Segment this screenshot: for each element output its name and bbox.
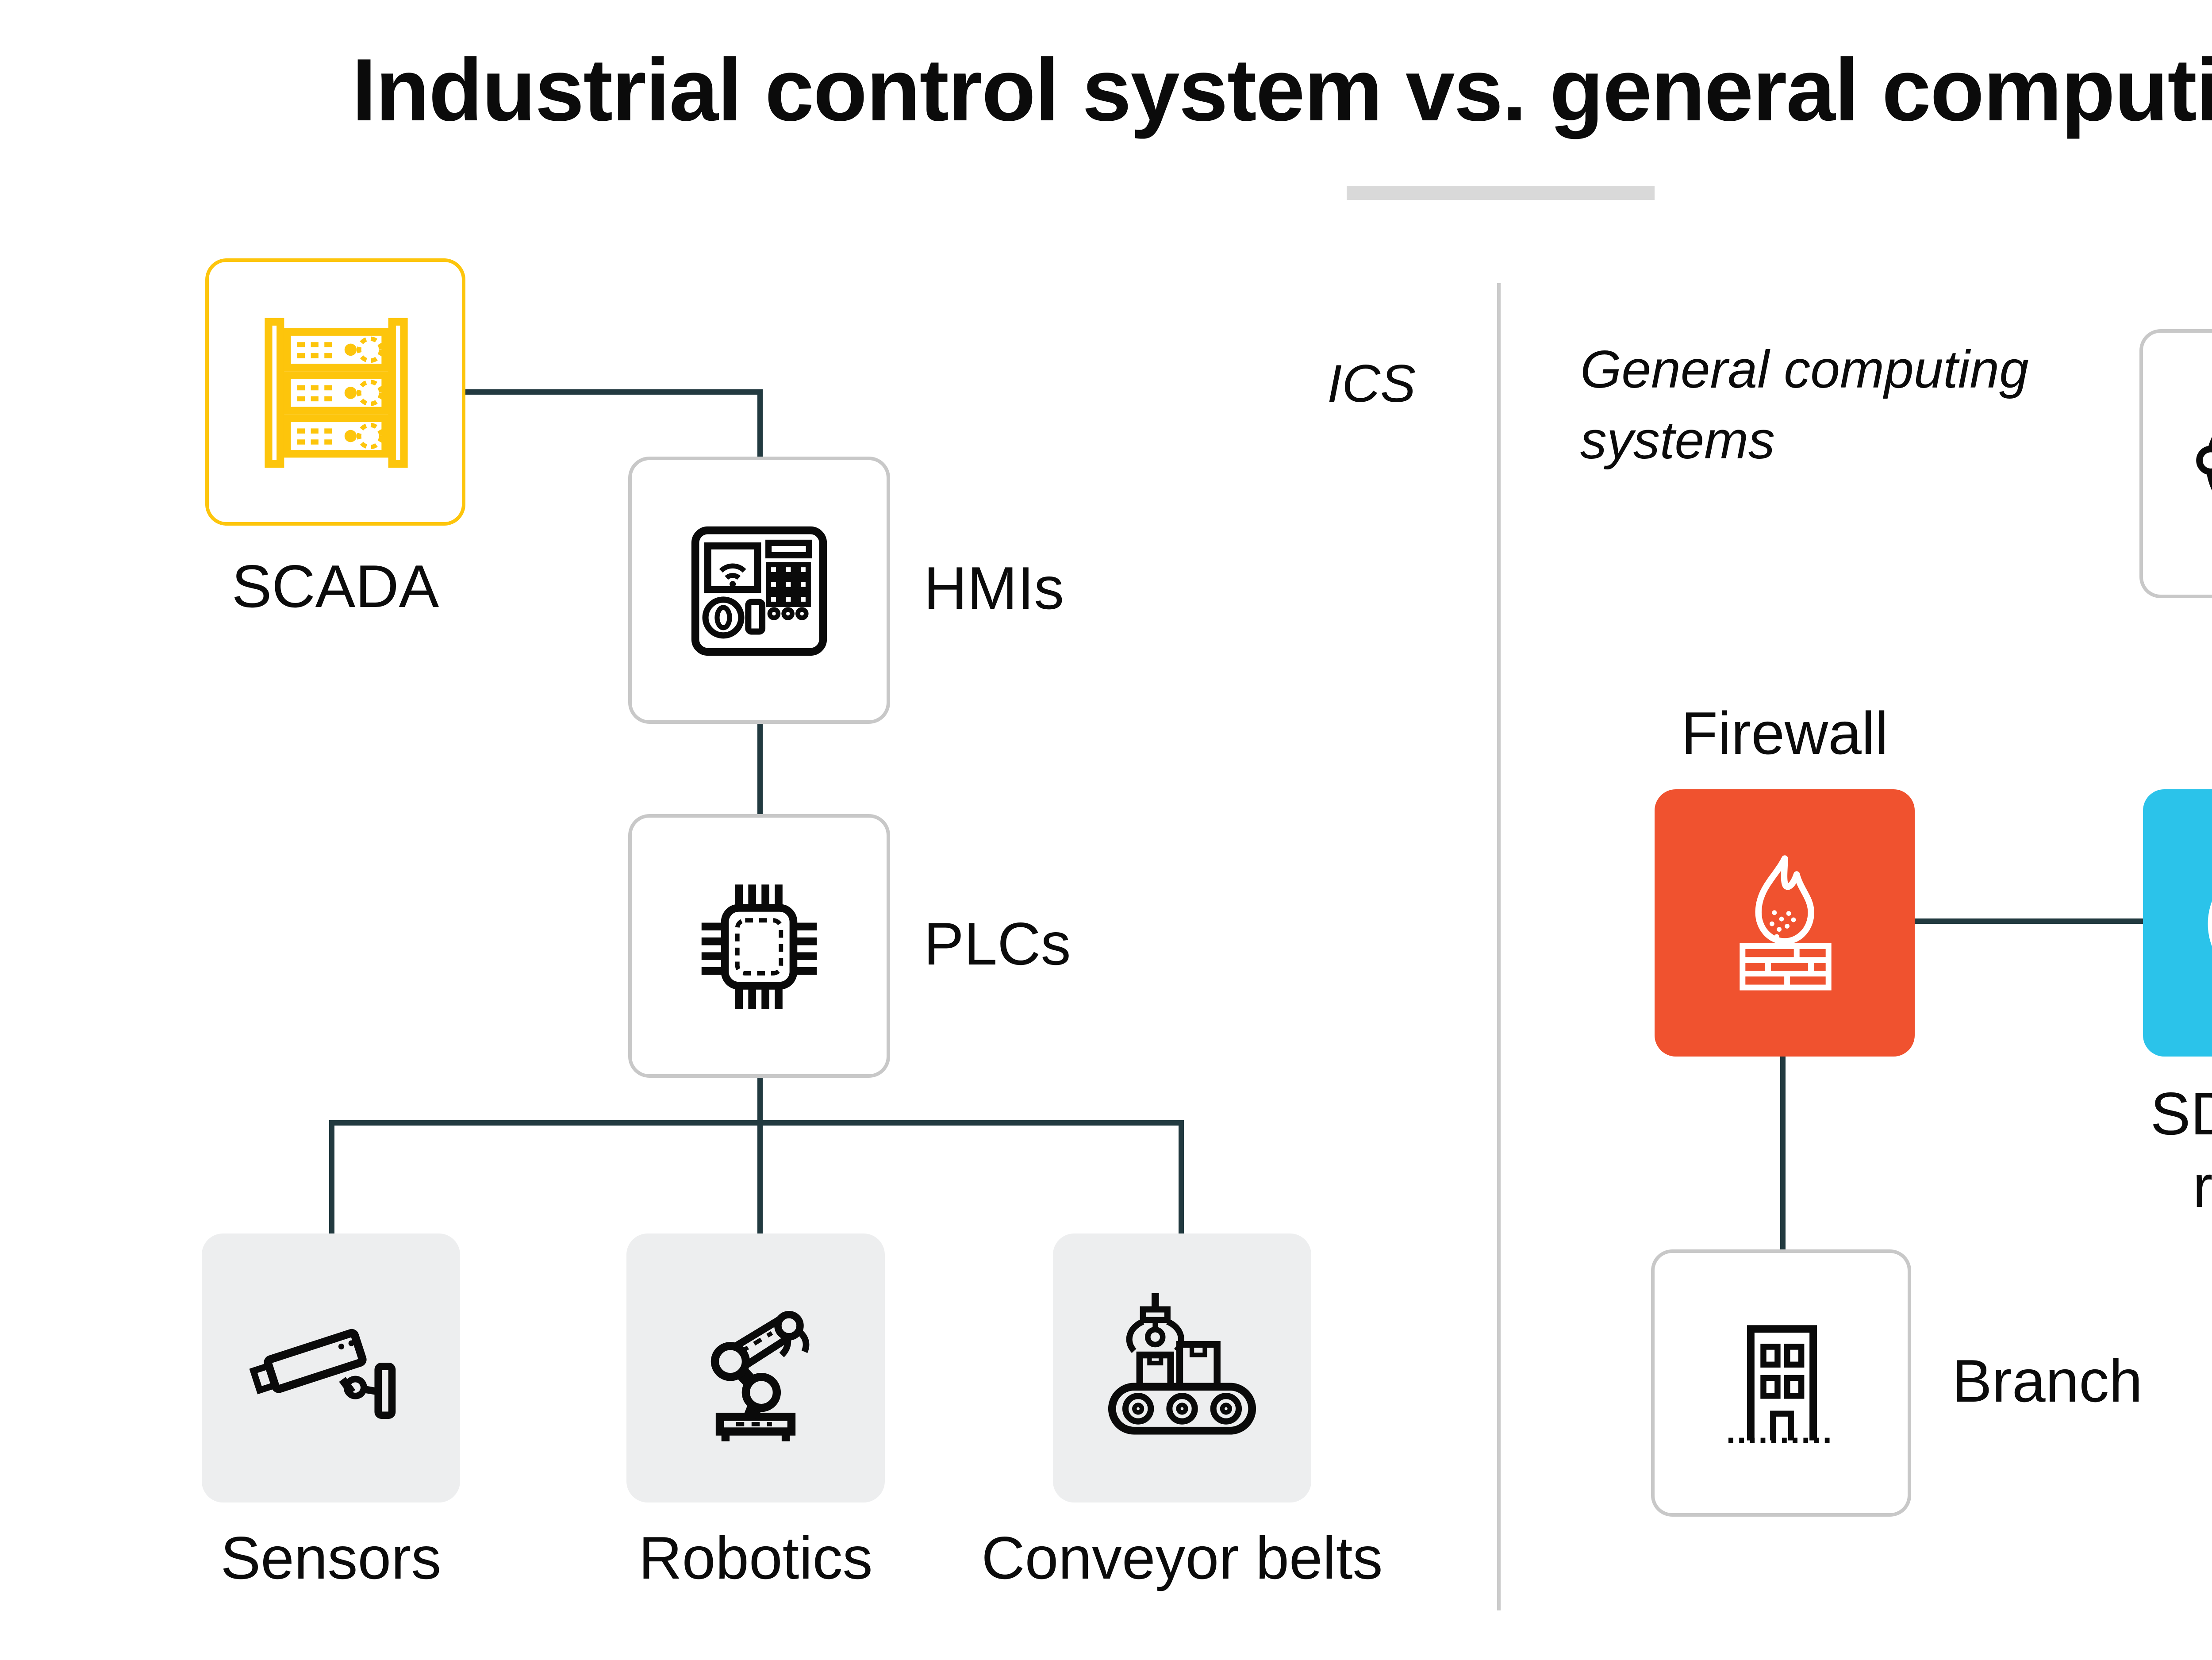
connector-drop-conveyor xyxy=(1179,1120,1184,1237)
router-icon xyxy=(2207,898,2212,948)
cctv-camera-icon xyxy=(250,1329,396,1419)
internet-node xyxy=(2139,329,2212,598)
section-divider xyxy=(1497,283,1501,1610)
robot-arm-icon xyxy=(710,1311,810,1441)
sdwan-router-label: SD-WAN router xyxy=(2150,1081,2212,1221)
scada-label: SCADA xyxy=(231,554,439,621)
branch-node xyxy=(1651,1249,1911,1517)
robotics-node xyxy=(626,1233,885,1502)
page-title: Industrial control system vs. general co… xyxy=(352,41,2212,140)
connector-hmis-plcs xyxy=(757,724,763,814)
robotics-label: Robotics xyxy=(638,1526,873,1593)
branch-label: Branch xyxy=(1952,1349,2143,1416)
conveyor-belt-icon xyxy=(1108,1293,1256,1435)
sensors-label: Sensors xyxy=(220,1526,442,1593)
sdwan-router-node xyxy=(2143,789,2212,1057)
connector-drop-sensors xyxy=(329,1120,334,1237)
connector-scada-hmis-h xyxy=(465,389,761,395)
general-section-label: General computing systems xyxy=(1580,342,2029,470)
firewall-node xyxy=(1655,789,1915,1057)
conveyor-label: Conveyor belts xyxy=(981,1526,1383,1593)
conveyor-node xyxy=(1053,1233,1311,1502)
plcs-label: PLCs xyxy=(924,911,1071,979)
plcs-node xyxy=(628,814,890,1078)
office-building-icon xyxy=(1728,1324,1835,1442)
ics-section-label: ICS xyxy=(1327,356,1416,414)
hmis-label: HMIs xyxy=(924,556,1064,623)
sensors-node xyxy=(202,1233,460,1502)
hmis-node xyxy=(628,457,890,724)
title-underline xyxy=(1347,186,1655,200)
connector-firewall-sdwan xyxy=(1915,918,2143,924)
firewall-flame-icon xyxy=(1739,854,1831,990)
internet-globe-icon xyxy=(2196,437,2212,491)
connector-scada-hmis-v xyxy=(757,389,763,460)
connector-firewall-branch xyxy=(1780,1057,1786,1249)
server-rack-icon xyxy=(264,317,407,467)
plc-chip-icon xyxy=(701,884,817,1008)
hmi-panel-icon xyxy=(691,525,827,655)
connector-plcs-drop xyxy=(757,1078,763,1237)
scada-node xyxy=(205,258,465,526)
firewall-label: Firewall xyxy=(1681,701,1889,768)
connector-branch-bar xyxy=(329,1120,1184,1126)
